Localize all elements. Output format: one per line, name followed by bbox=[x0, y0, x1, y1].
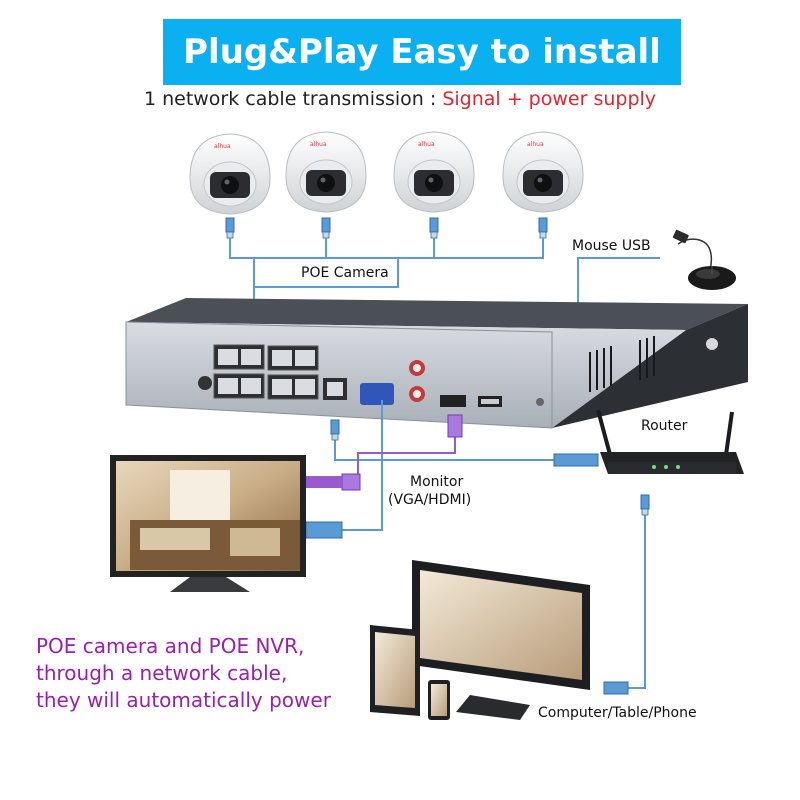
note-line-2: through a network cable, bbox=[36, 661, 288, 685]
poe-cable-bus bbox=[229, 238, 544, 287]
poe-nvr bbox=[125, 298, 748, 429]
monitor-ports-label: (VGA/HDMI) bbox=[388, 492, 472, 508]
tv-monitor bbox=[110, 455, 306, 592]
subtitle: 1 network cable transmission : Signal + … bbox=[0, 88, 800, 110]
mouse-usb-label: Mouse USB bbox=[572, 238, 651, 254]
poe-camera-1 bbox=[189, 133, 271, 215]
poe-camera-3 bbox=[393, 131, 475, 213]
computer-devices bbox=[370, 560, 590, 720]
poe-camera-label: POE Camera bbox=[301, 265, 389, 281]
title-text: Plug&Play Easy to install bbox=[183, 32, 661, 72]
note-line-1: POE camera and POE NVR, bbox=[36, 634, 305, 658]
router-label: Router bbox=[641, 418, 688, 434]
poe-camera-4 bbox=[502, 131, 584, 213]
title-banner bbox=[163, 19, 681, 85]
subtitle-highlight: Signal + power supply bbox=[442, 88, 657, 110]
usb-mouse bbox=[672, 229, 736, 290]
router-to-computer-cable bbox=[612, 515, 646, 689]
computer-label: Computer/Table/Phone bbox=[538, 705, 697, 721]
camera-cable-connectors bbox=[225, 217, 548, 239]
note-line-3: they will automatically power bbox=[36, 688, 331, 712]
subtitle-lead: 1 network cable transmission : bbox=[143, 88, 437, 110]
router bbox=[596, 409, 744, 474]
poe-camera-2 bbox=[285, 131, 367, 213]
cable-plugs bbox=[305, 414, 599, 539]
monitor-label: Monitor bbox=[410, 474, 464, 490]
